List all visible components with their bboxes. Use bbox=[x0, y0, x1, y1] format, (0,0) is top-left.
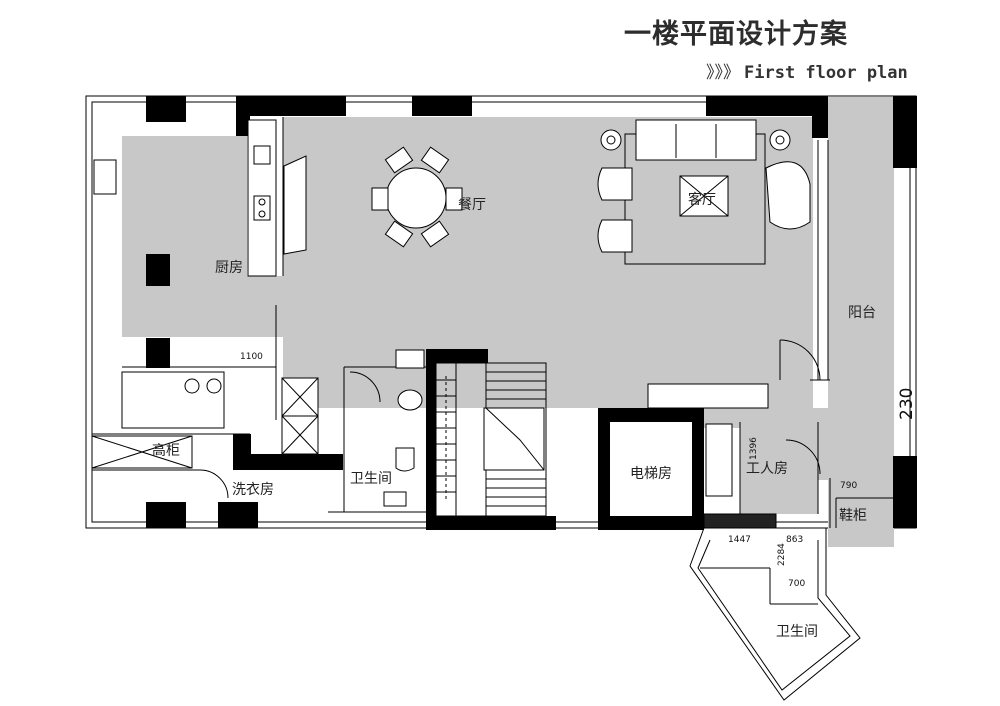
subtitle-text: First floor plan bbox=[744, 63, 908, 83]
dimension-2284: 2284 bbox=[777, 543, 787, 566]
room-label-dining: 餐厅 bbox=[458, 197, 486, 213]
kitchen-fixtures bbox=[91, 119, 307, 469]
staircase bbox=[435, 362, 547, 517]
dimension-790: 790 bbox=[840, 481, 857, 491]
kitchen-extension-floor bbox=[247, 276, 283, 337]
room-label-bathroom2: 卫生间 bbox=[776, 624, 818, 640]
room-label-balcony: 阳台 bbox=[848, 305, 876, 321]
interior-lines bbox=[92, 117, 893, 701]
room-label-bathroom: 卫生间 bbox=[350, 471, 392, 487]
dining-set bbox=[371, 146, 463, 248]
service-fixtures bbox=[281, 349, 777, 529]
subtitle-arrows: 》》》 bbox=[706, 63, 740, 83]
kitchen-floor bbox=[122, 136, 247, 337]
room-label-cabinet: 鞋柜 bbox=[839, 508, 867, 524]
dimension-700: 700 bbox=[788, 579, 805, 589]
room-label-living: 客厅 bbox=[688, 191, 716, 208]
room-label-laundry: 洗衣房 bbox=[232, 482, 274, 498]
dimension-1100: 1100 bbox=[240, 352, 263, 362]
page-title: 一楼平面设计方案 bbox=[624, 19, 848, 50]
dimension-1396: 1396 bbox=[749, 437, 759, 460]
dimension-1447: 1447 bbox=[728, 535, 751, 545]
page-subtitle: 》》》First floor plan bbox=[706, 58, 908, 83]
dimension-863: 863 bbox=[786, 535, 803, 545]
walls bbox=[146, 96, 917, 530]
balcony-floor bbox=[828, 97, 894, 547]
room-label-elevator: 电梯房 bbox=[630, 466, 672, 482]
room-label-kitchen: 厨房 bbox=[215, 260, 243, 276]
door-swings bbox=[199, 339, 821, 499]
room-label-tall-cabinet: 高柜 bbox=[152, 442, 180, 459]
dimension-230: 230 bbox=[897, 388, 917, 420]
living-furniture bbox=[597, 119, 811, 265]
room-label-servant: 工人房 bbox=[746, 461, 788, 477]
